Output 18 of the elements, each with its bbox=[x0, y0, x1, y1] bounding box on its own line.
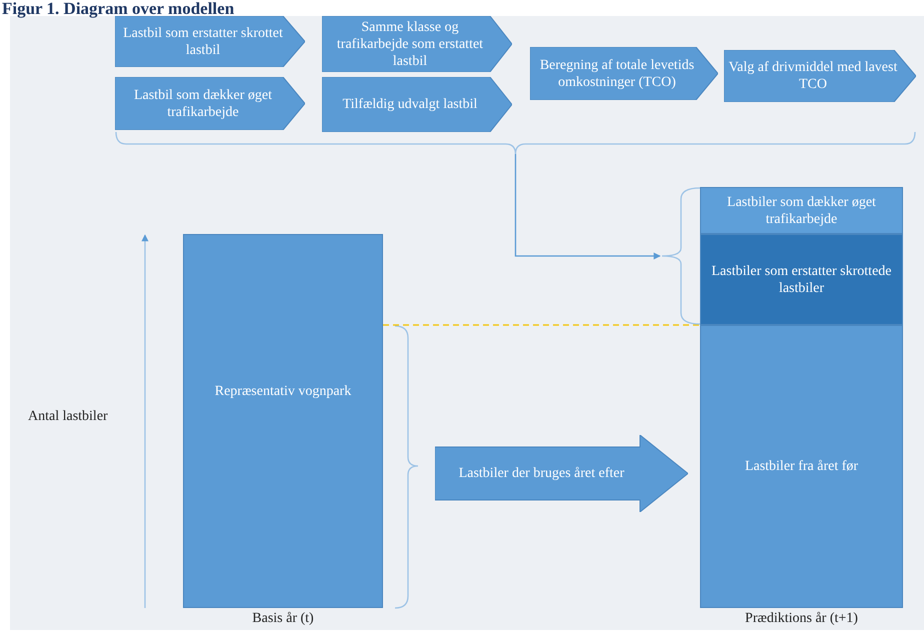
chevron-step: Samme klasse og trafikarbejde som erstattet lastbil bbox=[322, 16, 512, 72]
bar-segment: Lastbiler fra året før bbox=[700, 325, 903, 608]
bar-segment: Lastbiler som dækker øget trafikarbejde bbox=[700, 187, 903, 234]
chevron-step: Beregning af totale levetids omkostninger (TCO) bbox=[530, 47, 718, 100]
curly-bracket bbox=[662, 187, 700, 325]
chevron-step: Valg af drivmiddel med lavest TCO bbox=[724, 50, 916, 102]
bar-segment: Repræsentativ vognpark bbox=[183, 234, 383, 608]
chevron-step: Tilfældig udvalgt lastbil bbox=[322, 77, 512, 132]
block-arrow: Lastbiler der bruges året efter bbox=[435, 435, 688, 512]
chevron-step: Lastbil som dækker øget trafikarbejde bbox=[115, 77, 305, 130]
bar-segment: Lastbiler som erstatter skrottede lastbiler bbox=[700, 234, 903, 325]
curly-bracket bbox=[115, 132, 916, 154]
bar-caption: Basis år (t) bbox=[251, 611, 315, 627]
bar-caption: Prædiktions år (t+1) bbox=[744, 611, 859, 627]
chevron-step: Lastbil som erstatter skrottet lastbil bbox=[115, 16, 305, 67]
axis-label: Antal lastbiler bbox=[28, 409, 108, 425]
figure-title: Figur 1. Diagram over modellen bbox=[2, 0, 234, 18]
arrow bbox=[514, 154, 661, 260]
